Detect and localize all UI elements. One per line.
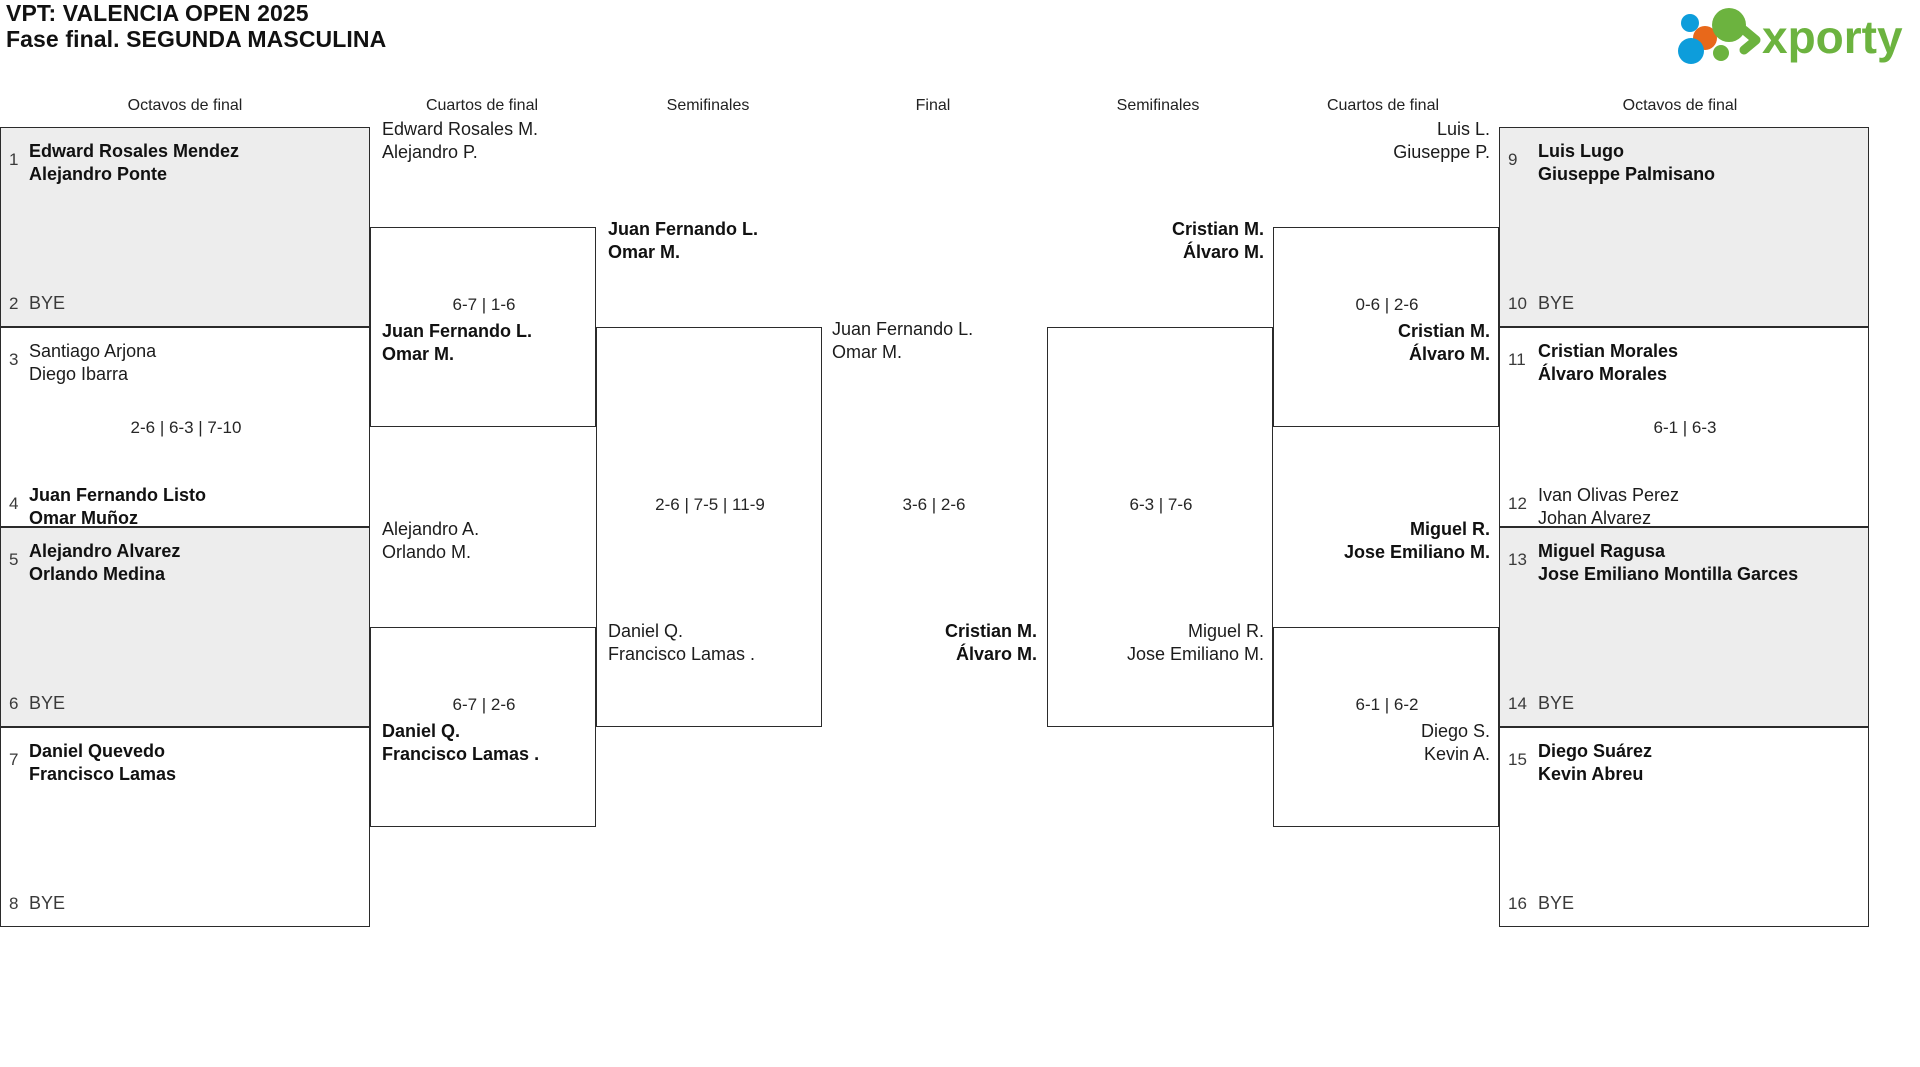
logo-wordmark: xporty (1762, 11, 1903, 63)
right-r16-match-3[interactable]: 13 Miguel Ragusa Jose Emiliano Montilla … (1499, 527, 1869, 727)
bye-label: BYE (1538, 693, 1575, 713)
player-names: Edward Rosales M. Alejandro P. (382, 119, 539, 162)
seed-number: 1 (9, 150, 19, 169)
player-names: Santiago Arjona Diego Ibarra (29, 341, 157, 384)
seed-number: 4 (9, 494, 19, 513)
tournament-title: VPT: VALENCIA OPEN 2025 (6, 0, 309, 26)
round-header-left-r16: Octavos de final (127, 97, 243, 114)
left-r16-match-4[interactable]: 7 Daniel Quevedo Francisco Lamas 8 BYE (0, 727, 370, 927)
player-names: Daniel Q. Francisco Lamas . (608, 621, 756, 664)
player-names: Alejandro A. Orlando M. (382, 519, 480, 562)
match-score: 2-6 | 6-3 | 7-10 (130, 418, 242, 437)
player-names: Cristian M. Álvaro M. (1171, 219, 1264, 262)
tournament-subtitle: Fase final. SEGUNDA MASCULINA (6, 26, 387, 52)
round-header-right-sf: Semifinales (1116, 97, 1200, 114)
player-names: Daniel Q. Francisco Lamas . (382, 721, 540, 764)
right-qf-match-2[interactable]: Miguel R. Jose Emiliano M. 6-1 | 6-2 Die… (1273, 519, 1499, 827)
right-sf-match[interactable]: Cristian M. Álvaro M. 6-3 | 7-6 Miguel R… (1047, 219, 1273, 727)
player-names: Miguel R. Jose Emiliano M. (1126, 621, 1264, 664)
bye-label: BYE (29, 693, 66, 713)
seed-number: 6 (9, 694, 19, 713)
seed-number: 13 (1508, 550, 1527, 569)
seed-number: 10 (1508, 294, 1527, 313)
player-names: Juan Fernando L. Omar M. (382, 321, 533, 364)
round-header-final: Final (915, 97, 951, 114)
right-r16-match-2[interactable]: 11 Cristian Morales Álvaro Morales 6-1 |… (1499, 327, 1869, 528)
seed-number: 5 (9, 550, 19, 569)
player-names: Daniel Quevedo Francisco Lamas (29, 741, 177, 784)
match-score: 6-7 | 1-6 (452, 295, 516, 314)
seed-number: 14 (1508, 694, 1527, 713)
match-score: 6-1 | 6-2 (1355, 695, 1419, 714)
bye-label: BYE (1538, 893, 1575, 913)
player-names: Juan Fernando L. Omar M. (832, 319, 974, 362)
logo-dot-green-small (1713, 45, 1729, 61)
left-r16-match-3[interactable]: 5 Alejandro Alvarez Orlando Medina 6 BYE (0, 527, 370, 727)
match-score: 6-3 | 7-6 (1129, 495, 1193, 514)
right-r16-match-4[interactable]: 15 Diego Suárez Kevin Abreu 16 BYE (1499, 727, 1869, 927)
xporty-logo: xporty (1674, 6, 1908, 68)
left-r16-match-2[interactable]: 3 Santiago Arjona Diego Ibarra 2-6 | 6-3… (0, 327, 370, 528)
left-r16-match-1[interactable]: 1 Edward Rosales Mendez Alejandro Ponte … (0, 127, 370, 327)
player-names: Miguel R. Jose Emiliano M. (1343, 519, 1490, 562)
round-header-right-r16: Octavos de final (1622, 97, 1738, 114)
seed-number: 7 (9, 750, 19, 769)
left-sf-match[interactable]: Juan Fernando L. Omar M. 2-6 | 7-5 | 11-… (596, 219, 822, 727)
seed-number: 3 (9, 350, 19, 369)
seed-number: 12 (1508, 494, 1527, 513)
logo-dot-green-large (1712, 8, 1746, 42)
seed-number: 8 (9, 894, 19, 913)
bye-label: BYE (1538, 293, 1575, 313)
player-names: Cristian Morales Álvaro Morales (1538, 341, 1679, 384)
match-score: 6-1 | 6-3 (1653, 418, 1717, 437)
player-names: Alejandro Alvarez Orlando Medina (29, 541, 181, 584)
player-names: Cristian M. Álvaro M. (1397, 321, 1490, 364)
player-names: Luis Lugo Giuseppe Palmisano (1538, 141, 1716, 184)
match-score: 6-7 | 2-6 (452, 695, 516, 714)
player-names: Luis L. Giuseppe P. (1393, 119, 1490, 162)
bye-label: BYE (29, 893, 66, 913)
player-names: Cristian M. Álvaro M. (944, 621, 1037, 664)
round-header-right-qf: Cuartos de final (1326, 97, 1440, 114)
logo-dot-blue-small (1681, 14, 1699, 32)
left-qf-match-1[interactable]: Edward Rosales M. Alejandro P. 6-7 | 1-6… (370, 119, 596, 427)
logo-dot-blue-large (1678, 38, 1704, 64)
page-title: VPT: VALENCIA OPEN 2025 Fase final. SEGU… (6, 0, 386, 52)
player-names: Ivan Olivas Perez Johan Alvarez (1538, 485, 1680, 528)
round-header-left-sf: Semifinales (666, 97, 750, 114)
player-names: Juan Fernando Listo Omar Muñoz (29, 485, 207, 528)
seed-number: 2 (9, 294, 19, 313)
right-qf-match-1[interactable]: Luis L. Giuseppe P. 0-6 | 2-6 Cristian M… (1273, 119, 1499, 427)
seed-number: 9 (1508, 150, 1518, 169)
player-names: Diego Suárez Kevin Abreu (1538, 741, 1653, 784)
seed-number: 15 (1508, 750, 1527, 769)
right-r16-match-1[interactable]: 9 Luis Lugo Giuseppe Palmisano 10 BYE (1499, 127, 1869, 327)
player-names: Edward Rosales Mendez Alejandro Ponte (29, 141, 240, 184)
player-names: Juan Fernando L. Omar M. (608, 219, 759, 262)
match-score: 3-6 | 2-6 (902, 495, 966, 514)
player-names: Miguel Ragusa Jose Emiliano Montilla Gar… (1538, 541, 1799, 584)
left-qf-match-2[interactable]: Alejandro A. Orlando M. 6-7 | 2-6 Daniel… (370, 519, 596, 827)
seed-number: 11 (1508, 350, 1526, 369)
match-score: 0-6 | 2-6 (1355, 295, 1419, 314)
logo-chevron (1739, 25, 1761, 55)
match-score: 2-6 | 7-5 | 11-9 (655, 495, 765, 514)
player-names: Diego S. Kevin A. (1420, 721, 1490, 764)
seed-number: 16 (1508, 894, 1527, 913)
bye-label: BYE (29, 293, 66, 313)
round-header-left-qf: Cuartos de final (425, 97, 539, 114)
